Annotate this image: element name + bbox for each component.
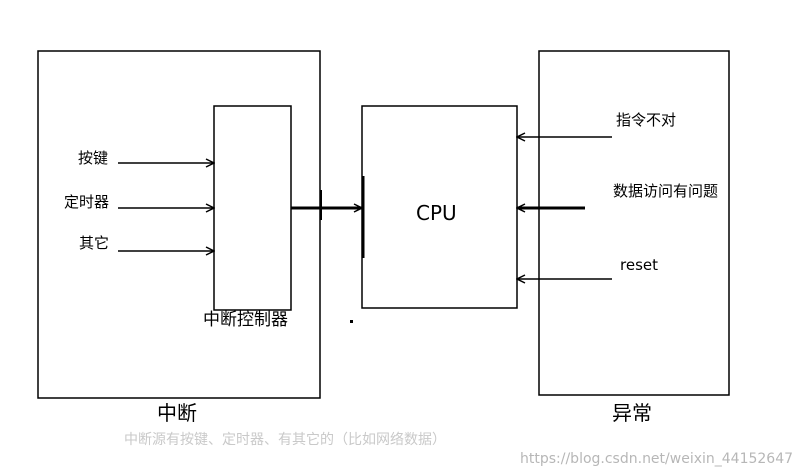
- input-label-other: 其它: [79, 234, 110, 252]
- controller-box: [213, 105, 292, 311]
- input-label-data-access: 数据访问有问题: [613, 182, 719, 200]
- watermark-url: https://blog.csdn.net/weixin_44152647: [520, 451, 794, 467]
- input-label-key: 按键: [78, 149, 109, 167]
- exception-title: 异常: [612, 401, 652, 425]
- stray-dot: [350, 320, 353, 323]
- cpu-label: CPU: [416, 201, 457, 225]
- input-label-bad-instruction: 指令不对: [616, 111, 677, 129]
- footer-caption: 中断源有按键、定时器、有其它的（比如网络数据）: [124, 432, 446, 448]
- input-label-reset: reset: [620, 256, 658, 274]
- controller-label: 中断控制器: [203, 310, 288, 330]
- interrupt-box: [37, 50, 321, 399]
- exception-box: [538, 50, 730, 396]
- input-label-timer: 定时器: [64, 193, 110, 211]
- interrupt-title: 中断: [157, 401, 197, 425]
